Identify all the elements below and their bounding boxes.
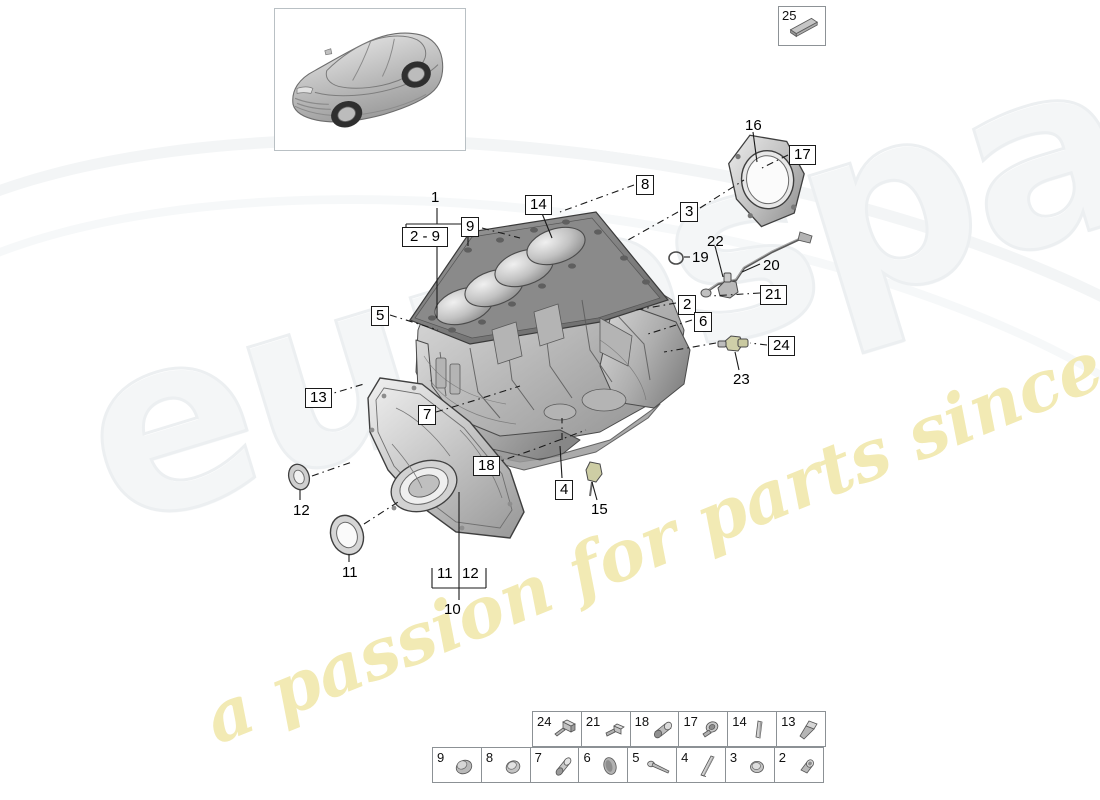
callout-20[interactable]: 20	[763, 257, 780, 274]
legend-cell-14[interactable]: 14	[727, 711, 778, 747]
legend-cell-24[interactable]: 24	[532, 711, 582, 747]
legend-cell-5[interactable]: 5	[627, 747, 678, 783]
callout-1[interactable]: 1	[431, 189, 440, 206]
callout-22[interactable]: 22	[707, 233, 724, 250]
watermark-tagline-text: a passion for parts since 1985	[192, 241, 1100, 761]
callout-12[interactable]: 12	[293, 502, 310, 519]
legend-number-7: 7	[534, 750, 542, 765]
legend-number-2: 2	[778, 750, 786, 765]
stud-icon	[700, 755, 715, 778]
disc-icon	[603, 757, 618, 775]
callout-14[interactable]: 14	[525, 195, 552, 215]
bolt-small-icon	[605, 723, 625, 737]
legend-row-top: 24 21 18	[532, 711, 827, 747]
bushing-icon	[555, 757, 571, 776]
callout-12-group[interactable]: 12	[462, 565, 479, 582]
plug-icon	[455, 759, 473, 775]
screw-icon	[799, 720, 818, 740]
legend-number-17: 17	[683, 714, 698, 729]
inset-box-25-label: 25	[782, 8, 797, 23]
legend-cell-8[interactable]: 8	[480, 747, 531, 783]
legend-number-13: 13	[781, 714, 796, 729]
legend-cell-13[interactable]: 13	[776, 711, 827, 747]
watermark-swoosh-inner	[0, 112, 1100, 800]
callout-24[interactable]: 24	[768, 336, 795, 356]
callout-13[interactable]: 13	[305, 388, 332, 408]
callout-10[interactable]: 10	[444, 601, 461, 618]
legend-number-24: 24	[537, 714, 552, 729]
legend-cell-6[interactable]: 6	[578, 747, 629, 783]
legend-cell-17[interactable]: 17	[678, 711, 729, 747]
legend-row-bottom: 9 8 7	[432, 747, 824, 783]
legend-number-6: 6	[583, 750, 591, 765]
legend-cell-9[interactable]: 9	[432, 747, 482, 783]
strip-icon	[789, 17, 819, 38]
legend-number-18: 18	[634, 714, 650, 729]
vehicle-illustration	[292, 32, 444, 128]
ring-nut-icon	[800, 759, 814, 774]
callout-23[interactable]: 23	[733, 371, 750, 388]
legend-cell-21[interactable]: 21	[580, 711, 631, 747]
callout-15[interactable]: 15	[591, 501, 608, 518]
cap-icon	[505, 760, 521, 774]
callout-3[interactable]: 3	[680, 202, 699, 222]
pin-icon	[755, 720, 763, 739]
callout-5[interactable]: 5	[371, 306, 390, 326]
legend-number-5: 5	[632, 750, 640, 765]
callout-18[interactable]: 18	[473, 456, 500, 476]
legend-number-4: 4	[681, 750, 689, 765]
callout-6[interactable]: 6	[694, 312, 713, 332]
callout-16[interactable]: 16	[745, 117, 762, 134]
callout-11[interactable]: 11	[342, 564, 358, 581]
sleeve-icon	[653, 721, 672, 739]
legend-number-21: 21	[585, 714, 601, 729]
vehicle-thumbnail	[274, 8, 466, 151]
long-bolt-icon	[647, 760, 670, 774]
callout-2-9[interactable]: 2 - 9	[402, 227, 448, 247]
callout-9[interactable]: 9	[461, 217, 480, 237]
callout-4[interactable]: 4	[555, 480, 574, 500]
callout-17[interactable]: 17	[789, 145, 816, 165]
legend-number-14: 14	[732, 714, 747, 729]
callout-19[interactable]: 19	[692, 249, 709, 266]
watermark-brand-text: eurospares	[48, 0, 1100, 585]
legend-number-9: 9	[437, 750, 445, 765]
callout-11-group[interactable]: 11	[437, 565, 453, 582]
legend-cell-2[interactable]: 2	[773, 747, 824, 783]
legend-cell-4[interactable]: 4	[676, 747, 727, 783]
legend-cell-3[interactable]: 3	[724, 747, 775, 783]
bolt-flange-icon	[554, 719, 576, 737]
callout-7[interactable]: 7	[418, 405, 437, 425]
legend-number-3: 3	[729, 750, 738, 765]
legend-cell-7[interactable]: 7	[529, 747, 580, 783]
washer-icon	[749, 761, 764, 773]
callout-21[interactable]: 21	[760, 285, 787, 305]
legend-cell-18[interactable]: 18	[629, 711, 680, 747]
inset-box-25: 25	[778, 6, 826, 46]
watermark-swoosh-outer	[0, 46, 1100, 800]
callout-8[interactable]: 8	[636, 175, 655, 195]
bolt-head-icon	[702, 721, 719, 738]
legend-number-8: 8	[485, 750, 494, 765]
